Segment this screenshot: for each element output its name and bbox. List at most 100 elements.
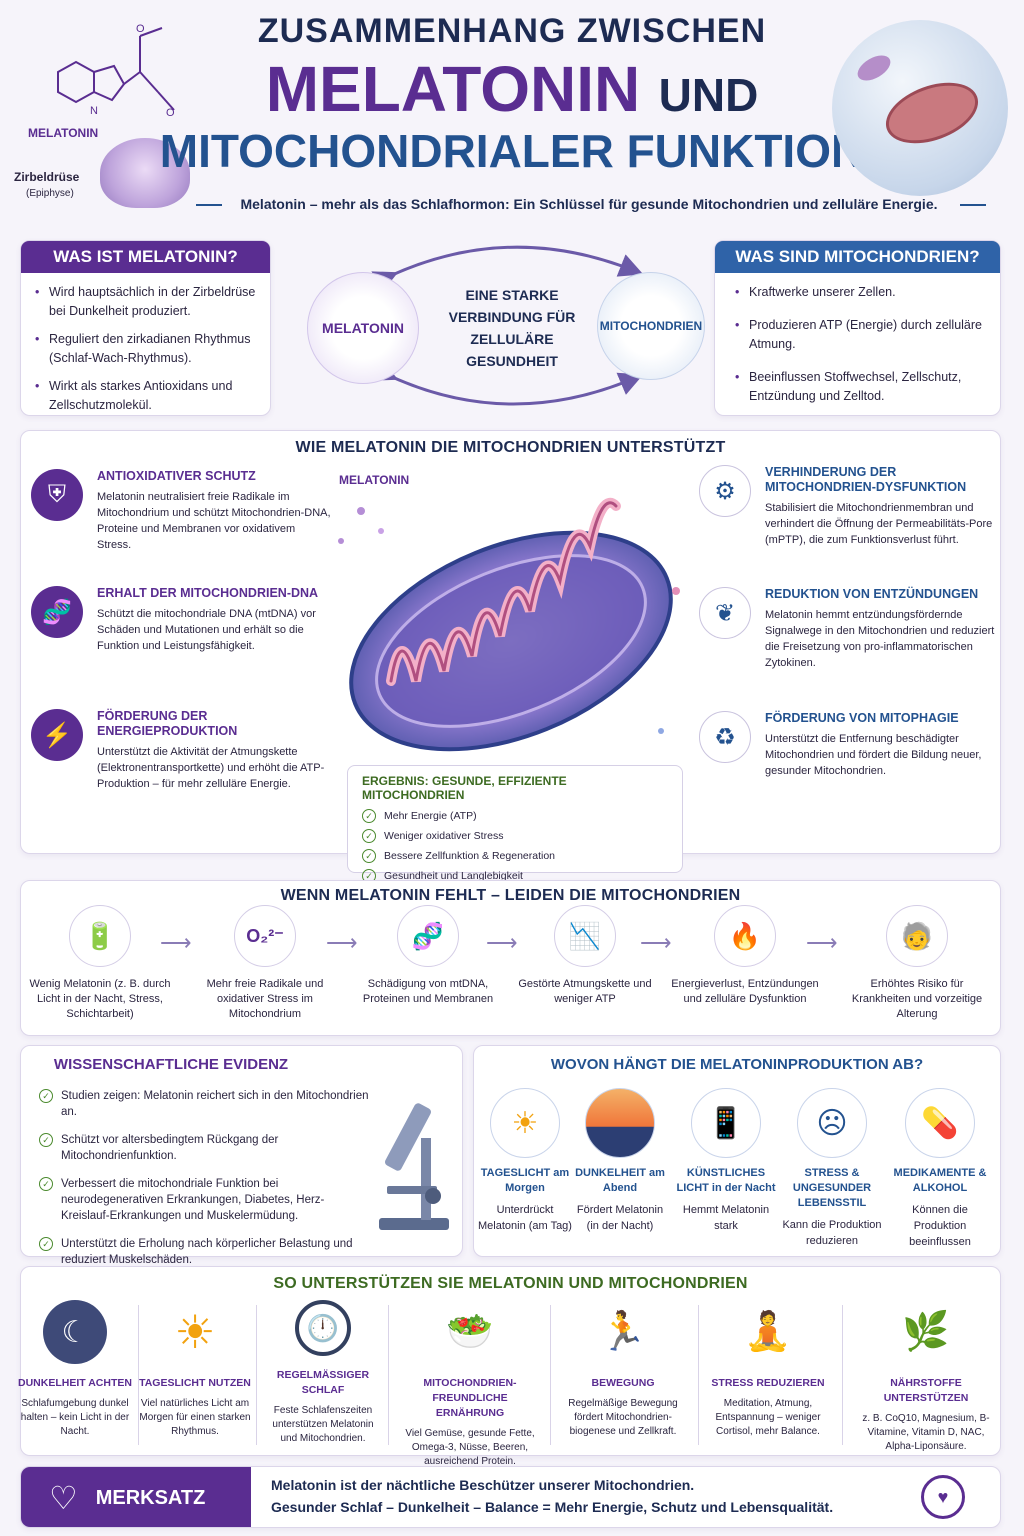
list-item: Kraftwerke unserer Zellen. [735,283,985,302]
arrow-right-icon: ⟶ [640,930,672,955]
support-title: WIE MELATONIN DIE MITOCHONDRIEN UNTERSTÜ… [295,439,726,456]
check-icon: ✓ [362,809,376,823]
what-is-melatonin-title: WAS IST MELATONIN? [21,241,270,273]
mitochondrion-small-icon [877,71,987,155]
shield-icon: ⛨ [31,469,83,521]
check-icon: ✓ [362,849,376,863]
tips-title: SO UNTERSTÜTZEN SIE MELATONIN UND MITOCH… [273,1275,748,1292]
cell-illustration [832,20,1008,196]
microscope-icon [379,1103,449,1230]
result-box: ERGEBNIS: GESUNDE, EFFIZIENTE MITOCHONDR… [347,765,683,883]
deficit-step: 🔥Energieverlust, Entzündungen und zellul… [670,905,820,1007]
feature-text: Unterstützt die Entfernung beschädigter … [765,733,982,777]
meditation-icon: 🧘 [744,1311,792,1353]
result-item: ✓Mehr Energie (ATP) [362,808,668,824]
feature-dysfunction: ⚙ VERHINDERUNG DER MITOCHONDRIEN-DYSFUNK… [699,465,999,548]
feature-antioxidant: ⛨ ANTIOXIDATIVER SCHUTZ Melatonin neutra… [31,469,331,553]
deficit-step: 🧬Schädigung von mtDNA, Proteinen und Mem… [353,905,503,1007]
list-item: Wirkt als starkes Antioxidans und Zellsc… [35,377,260,415]
check-icon: ✓ [39,1237,53,1251]
what-are-mitochondria-title: WAS SIND MITOCHONDRIEN? [715,241,1000,273]
moon-icon: ☾ [43,1300,107,1364]
feature-text: Stabilisiert die Mitochondrienmembran un… [765,502,993,546]
molecule-label: MELATONIN [28,126,99,140]
feature-title: VERHINDERUNG DER MITOCHONDRIEN-DYSFUNKTI… [765,465,967,494]
connection-text: EINE STARKE VERBINDUNG FÜR ZELLULÄRE GES… [448,287,576,369]
list-item: Reguliert den zirkadianen Rhythmus (Schl… [35,330,260,368]
feature-title: ANTIOXIDATIVER SCHUTZ [97,469,256,483]
evidence-title: WISSENSCHAFTLICHE EVIDENZ [53,1056,289,1073]
svg-text:N: N [90,105,98,117]
deficit-step: 🔋Wenig Melatonin (z. B. durch Licht in d… [25,905,175,1022]
evidence-item: ✓Unterstützt die Erholung nach körperlic… [39,1236,369,1268]
list-item: Produzieren ATP (Energie) durch zellulär… [735,316,985,354]
deficit-step: 📉Gestörte Atmungskette und weniger ATP [510,905,660,1007]
result-item: ✓Weniger oxidativer Stress [362,828,668,844]
check-icon: ✓ [39,1177,53,1191]
deficit-step: 🧓Erhöhtes Risiko für Krankheiten und vor… [842,905,992,1022]
lightning-icon: ⚡ [31,709,83,761]
gland-label: Zirbeldrüse [14,170,80,184]
title-und: UND [658,69,759,121]
factors-title: WOVON HÄNGT DIE MELATONINPRODUKTION AB? [550,1056,924,1073]
stress-head-icon: ☹ [797,1088,867,1158]
feature-text: Melatonin hemmt entzündungsfördernde Sig… [765,609,995,669]
merksatz-banner: ♡ MERKSATZ Melatonin ist der nächtliche … [20,1466,1001,1528]
support-section: WIE MELATONIN DIE MITOCHONDRIEN UNTERSTÜ… [20,430,1001,883]
feature-title: FÖRDERUNG VON MITOPHAGIE [765,711,959,725]
title-line3: MITOCHONDRIALER FUNKTION [159,125,865,177]
list-item: Beeinflussen Stoffwechsel, Zellschutz, E… [735,368,985,406]
medicine-icon: 💊 [905,1088,975,1158]
clock-heart-icon: ♥ [921,1475,965,1519]
deficit-step: O₂²⁻Mehr freie Radikale und oxidativer S… [190,905,340,1022]
phone-icon: 📱 [691,1088,761,1158]
feature-mtdna: 🧬 ERHALT DER MITOCHONDRIEN-DNA Schützt d… [31,586,331,654]
check-icon: ✓ [39,1133,53,1147]
sun-icon: ☀ [490,1088,560,1158]
heart-icon: ♡ [49,1480,78,1516]
cycle-arrows-icon [371,245,644,406]
what-is-melatonin-card: WAS IST MELATONIN? Wird hauptsächlich in… [20,240,271,416]
chart-down-icon: 📉 [554,905,616,967]
tips-section: SO UNTERSTÜTZEN SIE MELATONIN UND MITOCH… [20,1266,1001,1456]
plant-icon: 🌿 [902,1311,950,1353]
merksatz-line1: Melatonin ist der nächtliche Beschützer … [271,1477,695,1493]
feature-title: REDUKTION VON ENTZÜNDUNGEN [765,587,979,601]
check-icon: ✓ [362,829,376,843]
arrow-right-icon: ⟶ [486,930,518,955]
feature-title: ERHALT DER MITOCHONDRIEN-DNA [97,586,319,600]
sun-icon: ☀ [174,1306,216,1358]
feature-title: FÖRDERUNG DER ENERGIEPRODUKTION [97,709,238,738]
deficit-title: WENN MELATONIN FEHLT – LEIDEN DIE MITOCH… [280,887,741,904]
mitochondria-facts: Kraftwerke unserer Zellen. Produzieren A… [735,283,985,415]
subtitle: Melatonin – mehr als das Schlafhormon: E… [240,196,938,212]
check-icon: ✓ [39,1089,53,1103]
dna-icon: 🧬 [31,586,83,638]
melatonin-node: MELATONIN [307,272,419,384]
svg-text:O: O [136,23,145,35]
mitochondrion-illustration [338,497,680,752]
deficit-section: WENN MELATONIN FEHLT – LEIDEN DIE MITOCH… [20,880,1001,1036]
brain-illustration [100,138,190,208]
mitochondria-node: MITOCHONDRIEN [597,272,705,380]
title-line2: MELATONIN UND [0,52,1024,126]
feature-text: Schützt die mitochondriale DNA (mtDNA) v… [97,608,316,652]
arrow-right-icon: ⟶ [326,930,358,955]
title-line1: ZUSAMMENHANG ZWISCHEN [257,12,767,50]
runner-icon: 🏃 [599,1311,647,1353]
result-item: ✓Bessere Zellfunktion & Regeneration [362,848,668,864]
recycle-icon: ♻ [699,711,751,763]
svg-text:O: O [166,107,175,119]
gears-icon: ⚙ [699,465,751,517]
